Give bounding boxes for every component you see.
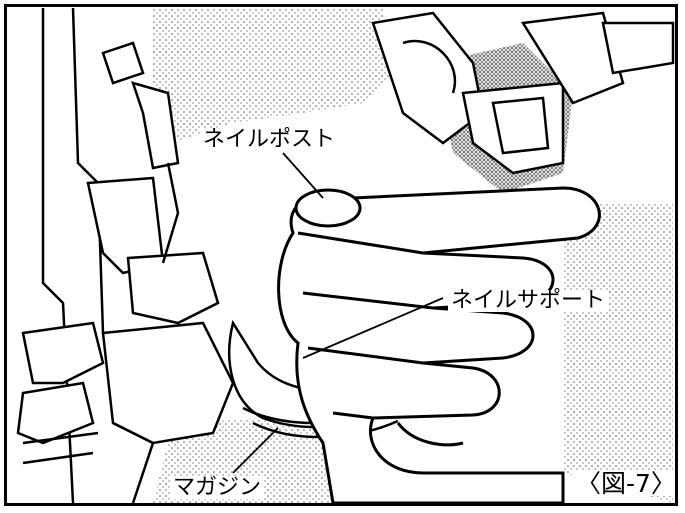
tool-body bbox=[16, 7, 235, 503]
leader-nail-post bbox=[282, 152, 324, 199]
figure-caption: 〈図-7〉 bbox=[573, 471, 675, 496]
leader-magazine bbox=[232, 427, 279, 474]
callout-nail-post: ネイルポスト bbox=[200, 129, 339, 151]
callout-nail-support: ネイルサポート bbox=[448, 290, 609, 312]
leader-lines bbox=[232, 152, 444, 474]
background-shading-top bbox=[153, 8, 393, 143]
upper-mechanism bbox=[371, 11, 675, 175]
background-shading-right bbox=[563, 203, 673, 503]
hand bbox=[277, 186, 601, 503]
callout-magazine: マガジン bbox=[170, 477, 265, 499]
figure-frame: ネイルポスト ネイルサポート マガジン 〈図-7〉 bbox=[4, 4, 678, 506]
line-drawing bbox=[16, 7, 675, 503]
leader-nail-support bbox=[302, 297, 444, 359]
